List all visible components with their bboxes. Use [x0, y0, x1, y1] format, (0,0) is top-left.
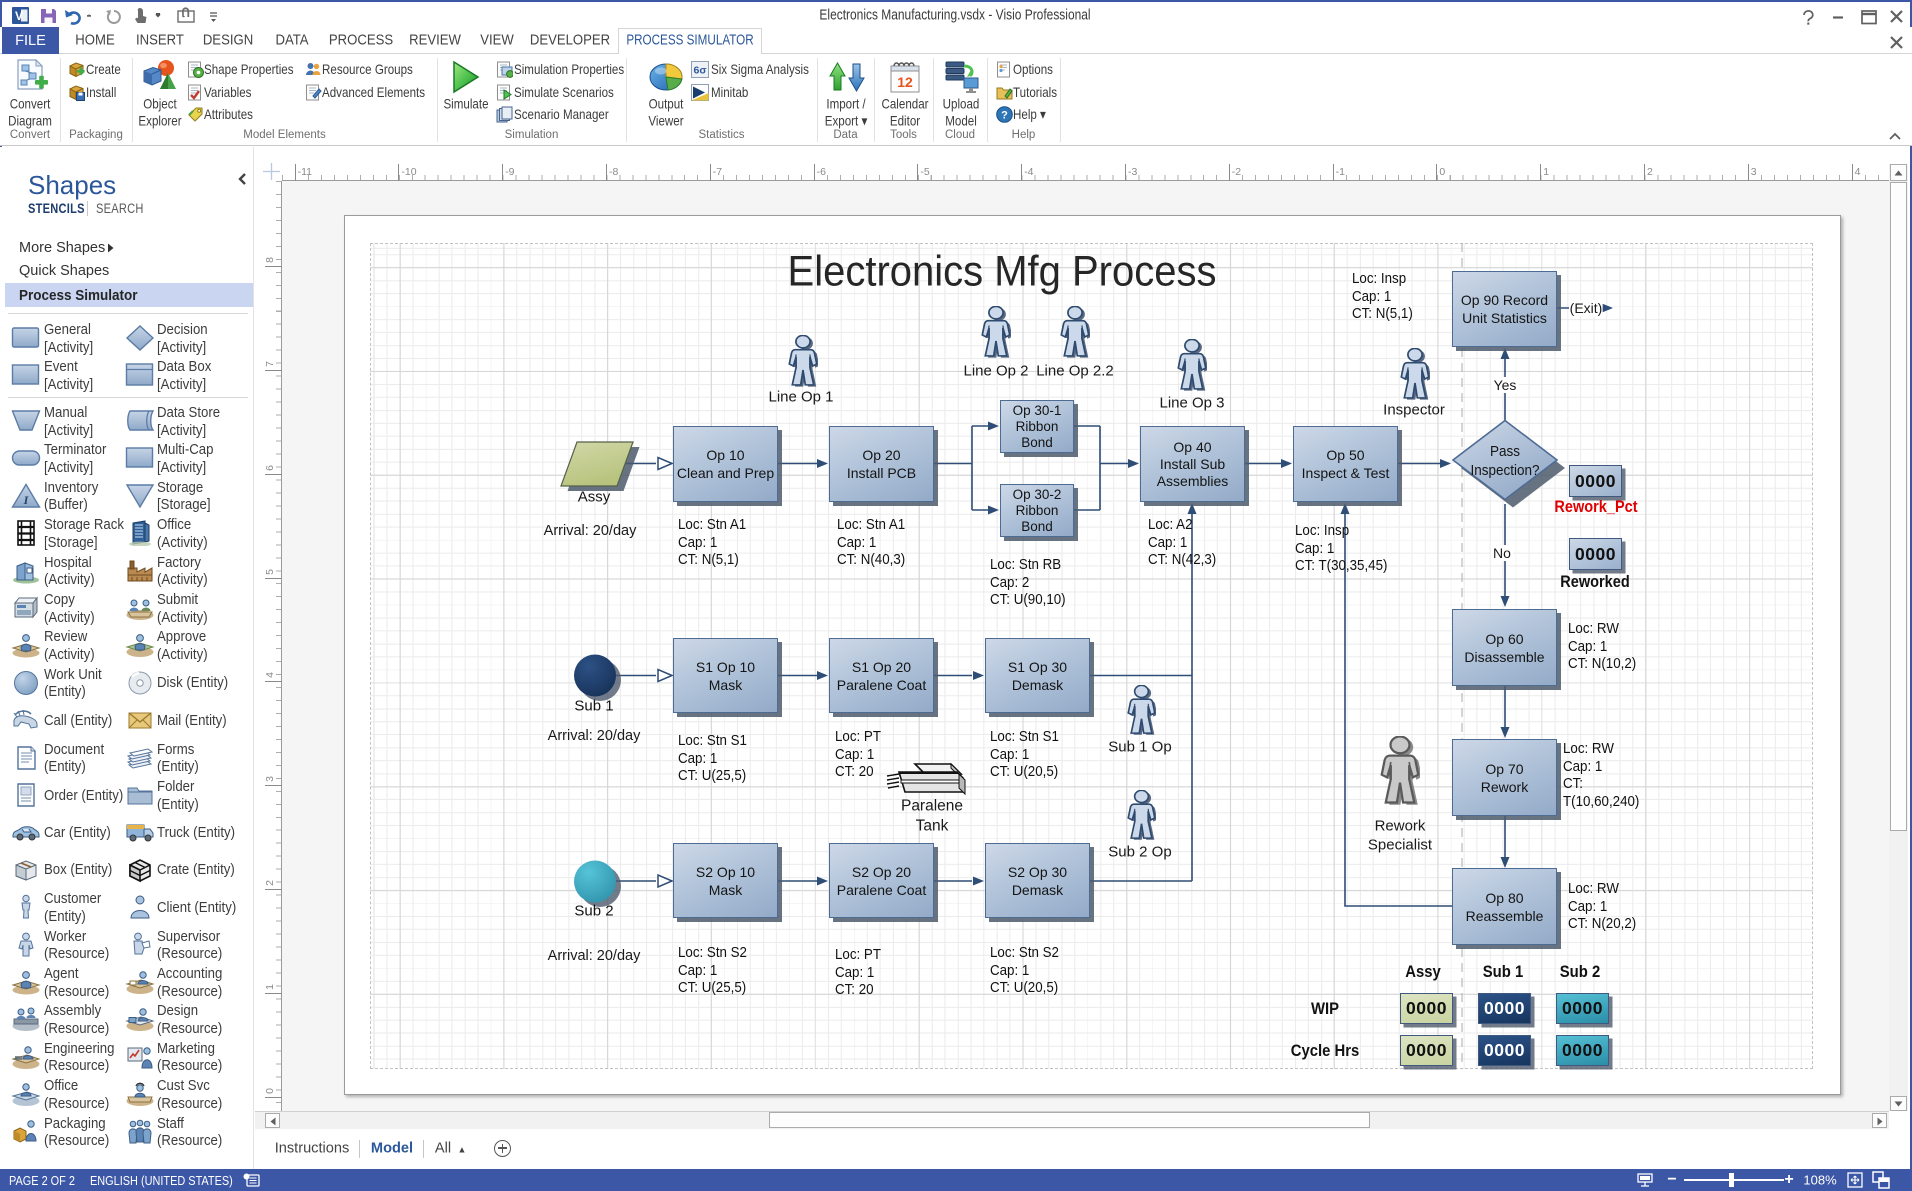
svg-text:I: I	[23, 493, 30, 507]
svg-text:6σ: 6σ	[693, 65, 706, 77]
svg-text:V: V	[15, 9, 23, 23]
svg-text:12: 12	[897, 74, 913, 90]
svg-text:?: ?	[1001, 110, 1008, 122]
